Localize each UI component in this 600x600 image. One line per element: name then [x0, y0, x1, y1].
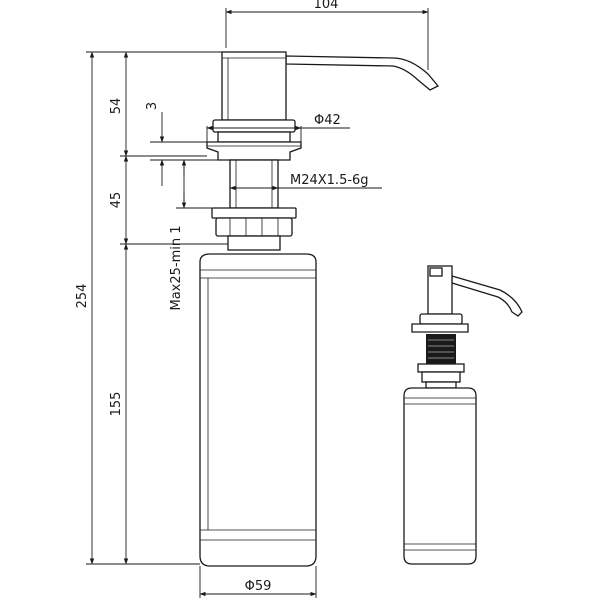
- dimension-spout-reach-label: 104: [314, 0, 339, 12]
- dimension-flange-diameter: [206, 125, 350, 142]
- dimension-countertop: [176, 159, 212, 209]
- dimension-bottle-diameter-label: Φ59: [245, 579, 272, 594]
- bottle: [199, 253, 317, 567]
- dimension-flange-diameter-label: Φ42: [314, 113, 341, 128]
- dimension-bottle-height-label: 155: [109, 392, 124, 417]
- pump-head: [221, 51, 440, 121]
- lock-nut: [211, 207, 297, 251]
- dimension-pump-head-height-label: 54: [109, 98, 124, 115]
- dimension-spout-reach: [225, 8, 429, 70]
- dimension-countertop-label: Max25-min 1: [169, 225, 184, 310]
- dimension-total-height-label: 254: [75, 284, 90, 309]
- dimension-bottle-diameter: [199, 566, 317, 598]
- extension-lines: [86, 51, 228, 565]
- threaded-shank: [229, 159, 279, 209]
- dimension-thread-spec-label: M24X1.5-6g: [290, 173, 369, 188]
- preview-dispenser: [403, 265, 523, 565]
- dimension-thread-length-label: 45: [109, 192, 124, 209]
- collar: [212, 119, 296, 143]
- dimension-flange-thickness-label: 3: [145, 102, 160, 110]
- flange: [206, 141, 302, 161]
